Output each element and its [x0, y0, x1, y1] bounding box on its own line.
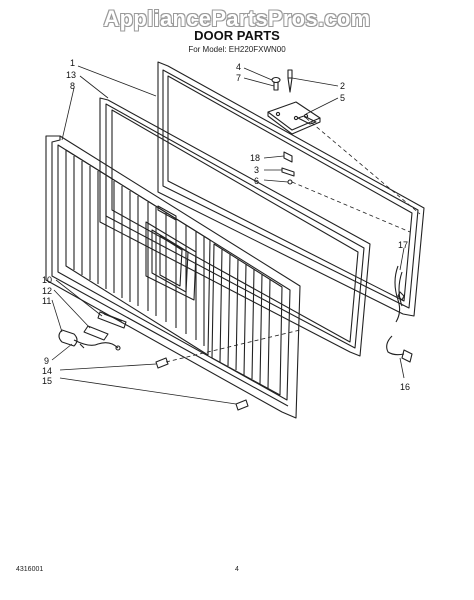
- callout-16: 16: [400, 382, 410, 392]
- doc-number: 4316001: [16, 566, 44, 573]
- callout-4: 4: [236, 62, 241, 72]
- door-frame-gasket: [157, 61, 425, 317]
- callout-5: 5: [340, 93, 345, 103]
- door-switch-assembly: [58, 311, 127, 351]
- callout-17: 17: [398, 240, 408, 250]
- page-title: DOOR PARTS: [194, 28, 280, 43]
- leader-lines: [51, 65, 421, 405]
- callout-10: 10: [42, 275, 52, 285]
- callout-14: 14: [42, 366, 52, 376]
- callout-7: 7: [236, 73, 241, 83]
- watermark: AppliancePartsPros.com: [103, 6, 371, 31]
- callout-8: 8: [70, 81, 75, 91]
- callout-11: 11: [42, 296, 51, 306]
- callout-9: 9: [44, 356, 49, 366]
- callout-18: 18: [250, 153, 260, 163]
- page-number: 4: [235, 566, 239, 573]
- callout-labels: 1 13 8 4 7 2 5 18 3 6 17 10 12 11 9 14 1…: [42, 58, 410, 392]
- door-screws: [155, 357, 249, 411]
- callout-15: 15: [42, 376, 52, 386]
- callout-3: 3: [254, 165, 259, 175]
- door-liner-frame: [99, 97, 371, 357]
- callout-13: 13: [66, 70, 76, 80]
- callout-1: 1: [70, 58, 75, 68]
- door-panel: [45, 135, 301, 419]
- model-line: For Model: EH220FXWN00: [188, 45, 286, 54]
- lower-hinge-parts: [281, 151, 295, 185]
- hinge-parts: [267, 69, 321, 135]
- callout-6: 6: [254, 176, 259, 186]
- callout-2: 2: [340, 81, 345, 91]
- callout-12: 12: [42, 286, 52, 296]
- light-switch-assembly: [386, 265, 413, 363]
